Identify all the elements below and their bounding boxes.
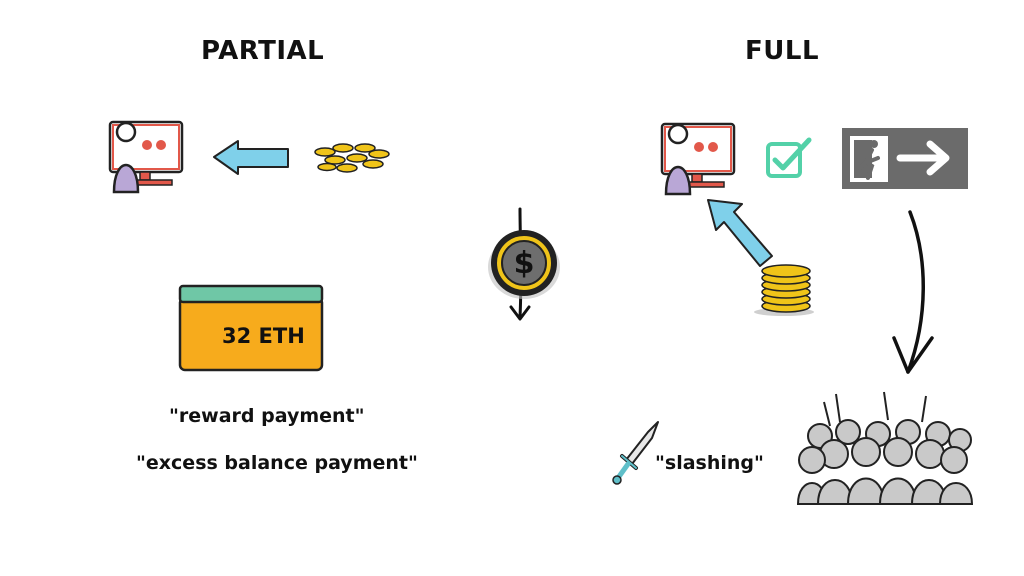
validator-icon-left	[108, 120, 184, 194]
coin-stack-icon	[754, 264, 814, 316]
curved-down-arrow	[892, 210, 934, 374]
caption-slashing: "slashing"	[655, 452, 764, 474]
blue-arrow-icon-right	[707, 199, 773, 267]
caption-reward-payment: "reward payment"	[169, 405, 365, 427]
dollar-coin-icon: $	[488, 207, 560, 321]
caption-excess-balance-payment: "excess balance payment"	[136, 452, 418, 474]
sword-icon	[612, 421, 659, 485]
blue-arrow-icon-left	[213, 140, 289, 175]
eth-deposit-label: 32 ETH	[222, 324, 305, 348]
eth-deposit-box	[178, 284, 324, 372]
crowd-icon	[796, 391, 974, 505]
checkbox-icon	[766, 137, 812, 178]
coins-icon	[314, 143, 390, 173]
exit-sign-icon	[842, 128, 968, 189]
full-heading: FULL	[745, 36, 820, 66]
validator-icon-right	[660, 122, 736, 196]
partial-heading: PARTIAL	[201, 36, 325, 66]
svg-text:$: $	[514, 246, 535, 281]
